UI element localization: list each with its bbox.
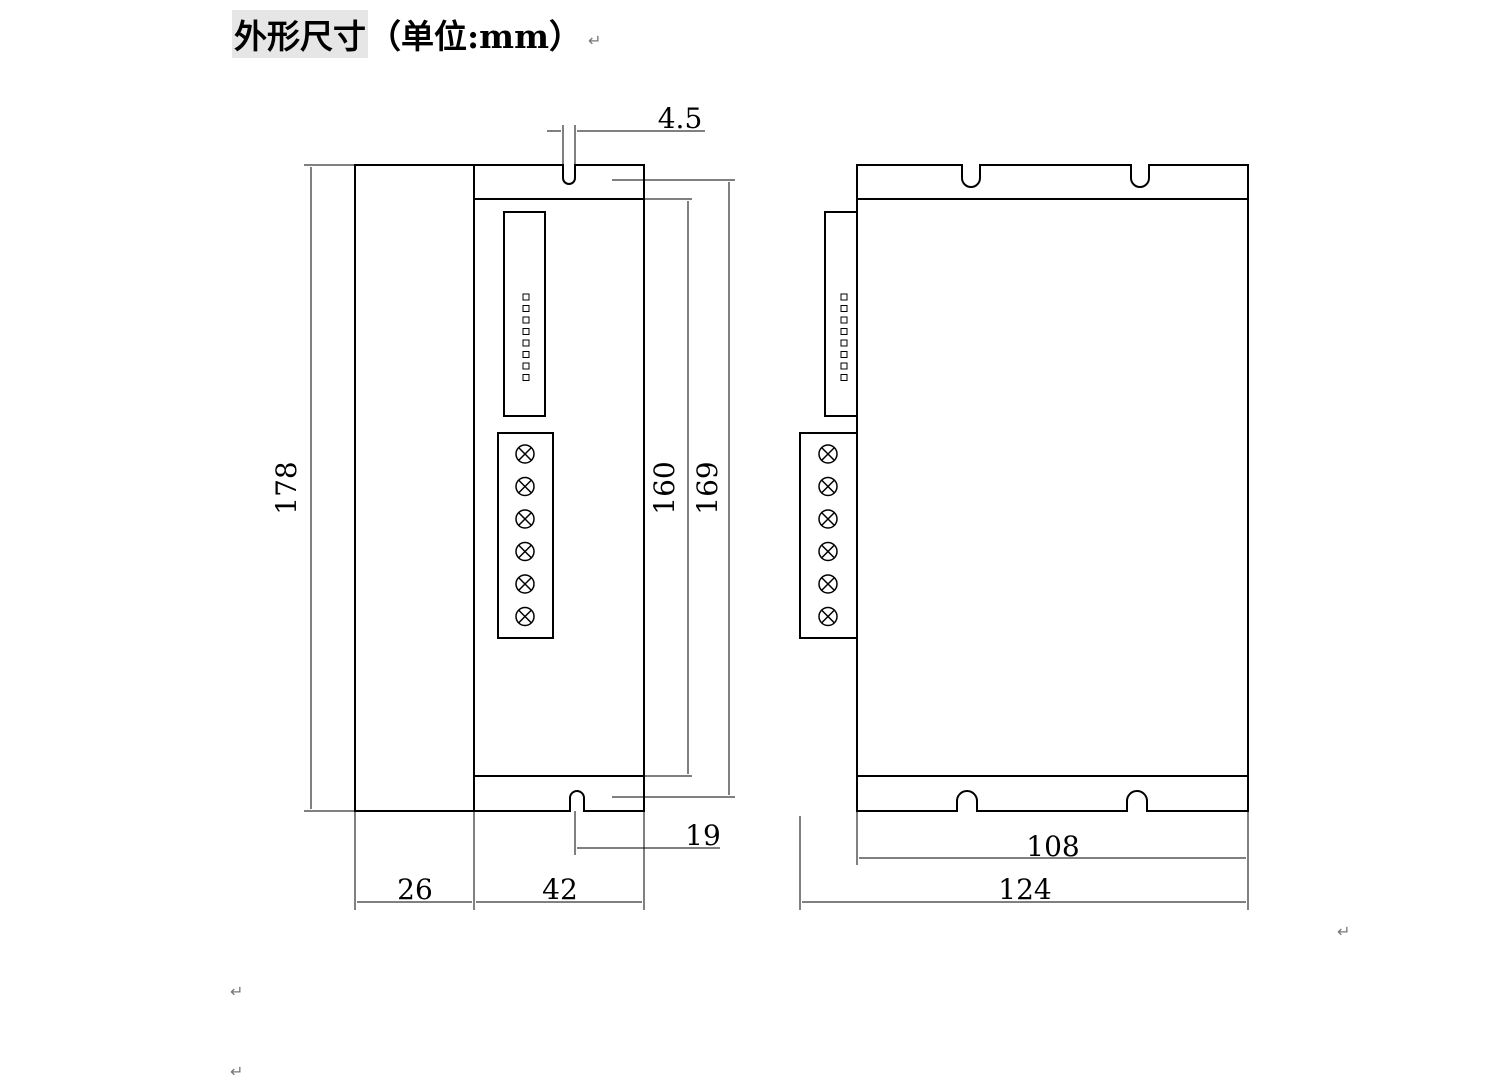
- signal-pin: [522, 362, 530, 370]
- dim-label-26: 26: [397, 873, 433, 906]
- paragraph-mark-icon: ↵: [588, 30, 602, 50]
- signal-pin: [840, 305, 848, 312]
- signal-pin: [522, 328, 530, 335]
- paragraph-mark-icon: ↵: [230, 982, 244, 1001]
- side-signal-pins: [840, 293, 848, 381]
- dim-label-19: 19: [685, 819, 721, 852]
- dim-label-42: 42: [542, 873, 578, 906]
- terminal-screw-icon: [515, 444, 535, 464]
- paragraph-mark-icon: ↵: [230, 1062, 244, 1081]
- signal-pin: [522, 351, 530, 358]
- terminal-screw-icon: [515, 476, 535, 497]
- section-heading: 外形尺寸 （单位:mm） ↵: [232, 8, 601, 60]
- signal-pin: [840, 293, 848, 301]
- side-terminal-block: [799, 432, 858, 639]
- signal-pin: [840, 351, 848, 358]
- signal-pin: [522, 305, 530, 312]
- dim-label-4-5: 4.5: [658, 102, 703, 135]
- terminal-screw-icon: [515, 541, 535, 562]
- front-terminal-screws: [515, 444, 535, 627]
- dim-label-178: 178: [270, 461, 303, 514]
- signal-pin: [840, 374, 848, 381]
- front-signal-connector: [503, 211, 546, 417]
- dim-label-124: 124: [998, 873, 1051, 906]
- heading-unit-text: （单位:mm）: [368, 17, 583, 56]
- side-terminal-screws: [818, 444, 838, 627]
- terminal-screw-icon: [515, 574, 535, 594]
- terminal-screw-icon: [515, 509, 535, 529]
- terminal-screw-icon: [818, 606, 838, 627]
- signal-pin: [522, 339, 530, 347]
- side-signal-connector: [824, 211, 858, 417]
- dim-label-160: 160: [648, 461, 681, 514]
- side-body-outline: [856, 164, 1249, 812]
- signal-pin: [840, 362, 848, 370]
- terminal-screw-icon: [818, 541, 838, 562]
- terminal-screw-icon: [818, 574, 838, 594]
- terminal-screw-icon: [515, 606, 535, 627]
- signal-pin: [522, 316, 530, 324]
- terminal-screw-icon: [818, 476, 838, 497]
- signal-pin: [840, 339, 848, 347]
- front-heatsink-block: [354, 164, 475, 812]
- terminal-screw-icon: [818, 444, 838, 464]
- terminal-screw-icon: [818, 509, 838, 529]
- signal-pin: [522, 374, 530, 381]
- front-terminal-block: [497, 432, 554, 639]
- signal-pin: [840, 316, 848, 324]
- paragraph-mark-icon: ↵: [1337, 922, 1351, 941]
- front-signal-pins: [522, 293, 530, 381]
- dim-label-108: 108: [1026, 830, 1079, 863]
- dim-label-169: 169: [691, 461, 724, 514]
- heading-highlighted-text: 外形尺寸: [232, 10, 368, 58]
- front-panel-outline: [473, 164, 645, 812]
- signal-pin: [522, 293, 530, 301]
- signal-pin: [840, 328, 848, 335]
